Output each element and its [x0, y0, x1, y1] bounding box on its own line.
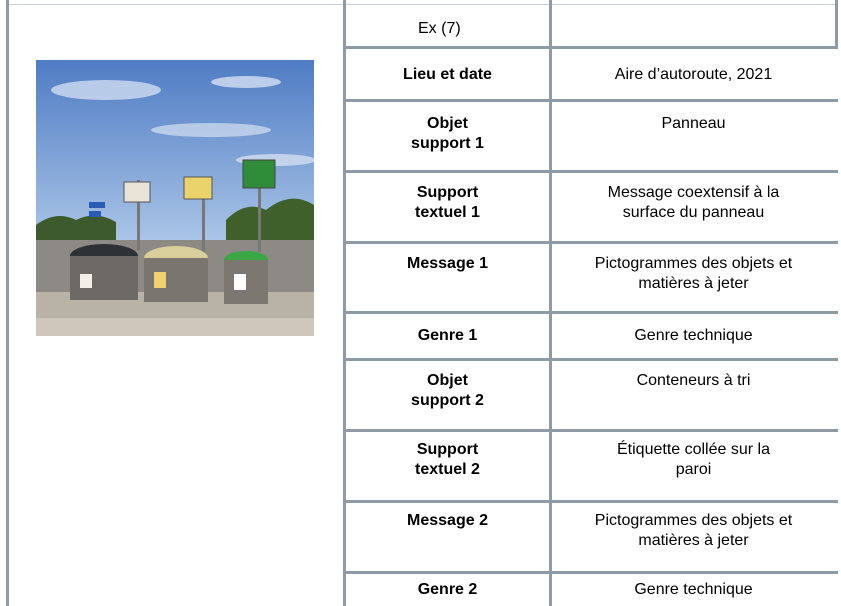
left-border — [6, 0, 9, 606]
top-border — [6, 4, 838, 5]
table-row: Message 2 Pictogrammes des objets et mat… — [346, 503, 835, 571]
row-divider — [343, 99, 838, 102]
row-divider — [343, 170, 838, 173]
row-divider — [343, 241, 838, 244]
row-label: Genre 1 — [417, 327, 478, 344]
table-row: Genre 1 Genre technique — [346, 314, 835, 358]
row-divider — [343, 358, 838, 361]
row-label: Objet support 1 — [411, 115, 484, 152]
row-divider — [343, 46, 838, 49]
row-label: Genre 2 — [417, 581, 478, 598]
row-label: Message 2 — [407, 512, 488, 529]
row-value: Panneau — [661, 115, 726, 132]
row-value: Conteneurs à tri — [636, 372, 751, 389]
row-value: Genre technique — [634, 327, 753, 344]
table-row: Support textuel 2 Étiquette collée sur l… — [346, 432, 835, 500]
row-label: Support textuel 2 — [415, 441, 480, 478]
row-label: Message 1 — [407, 255, 488, 272]
table-row: Genre 2 Genre technique — [346, 574, 835, 606]
row-label: Objet support 2 — [411, 372, 484, 409]
photo-illustration — [36, 60, 314, 336]
row-divider — [343, 500, 838, 503]
row-value: Pictogrammes des objets et matières à je… — [594, 255, 793, 292]
column-divider — [343, 0, 346, 606]
row-value: Genre technique — [634, 581, 753, 598]
example-number: Ex (7) — [418, 20, 461, 37]
row-label: Lieu et date — [403, 66, 492, 83]
row-label: Support textuel 1 — [415, 184, 480, 221]
right-border — [835, 0, 838, 46]
table-row: Objet support 2 Conteneurs à tri — [346, 361, 835, 429]
inner-column-divider — [549, 0, 552, 606]
table-row: Message 1 Pictogrammes des objets et mat… — [346, 244, 835, 311]
table-header-row: Ex (7) — [346, 5, 835, 46]
table-row: Lieu et date Aire d’autoroute, 2021 — [346, 49, 835, 99]
row-divider — [343, 429, 838, 432]
row-value: Étiquette collée sur la paroi — [617, 441, 770, 478]
row-value: Message coextensif à la surface du panne… — [607, 184, 780, 221]
row-divider — [343, 571, 838, 574]
table-row: Objet support 1 Panneau — [346, 102, 835, 170]
recycling-bins-photo — [36, 60, 314, 336]
row-value: Aire d’autoroute, 2021 — [614, 66, 773, 83]
row-divider — [343, 311, 838, 314]
table-row: Support textuel 1 Message coextensif à l… — [346, 173, 835, 241]
row-value: Pictogrammes des objets et matières à je… — [594, 512, 793, 549]
